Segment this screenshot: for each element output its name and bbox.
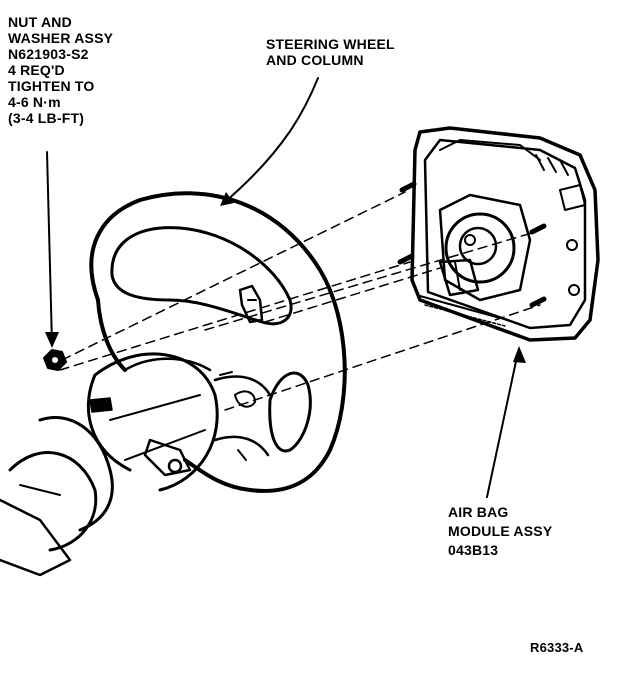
callout-line: STEERING WHEEL — [266, 36, 395, 52]
callout-line: 043B13 — [448, 542, 499, 558]
leader-arrowheads — [45, 192, 526, 363]
air-bag-callout: AIR BAG MODULE ASSY 043B13 — [448, 503, 552, 560]
callout-line: 4 REQ'D — [8, 62, 65, 78]
steering-column — [0, 352, 219, 577]
nut-washer-part — [43, 349, 67, 371]
alignment-lines — [59, 191, 541, 411]
leader-lines — [46, 77, 519, 498]
callout-line: MODULE ASSY — [448, 523, 553, 539]
callout-line: 4-6 N·m — [8, 94, 61, 110]
figure-reference: R6333-A — [530, 640, 584, 655]
callout-line: TIGHTEN TO — [8, 78, 95, 94]
callout-line: (3-4 LB-FT) — [8, 110, 85, 126]
callout-line: WASHER ASSY — [8, 30, 114, 46]
callout-line: AIR BAG — [448, 504, 509, 520]
air-bag-module — [397, 126, 600, 342]
callout-line: AND COLUMN — [266, 52, 364, 68]
steering-wheel — [89, 191, 347, 493]
steering-wheel-callout: STEERING WHEEL AND COLUMN — [266, 36, 395, 68]
callout-line: N621903-S2 — [8, 46, 89, 62]
callout-line: NUT AND — [8, 14, 72, 30]
nut-washer-callout: NUT AND WASHER ASSY N621903-S2 4 REQ'D T… — [8, 14, 113, 126]
